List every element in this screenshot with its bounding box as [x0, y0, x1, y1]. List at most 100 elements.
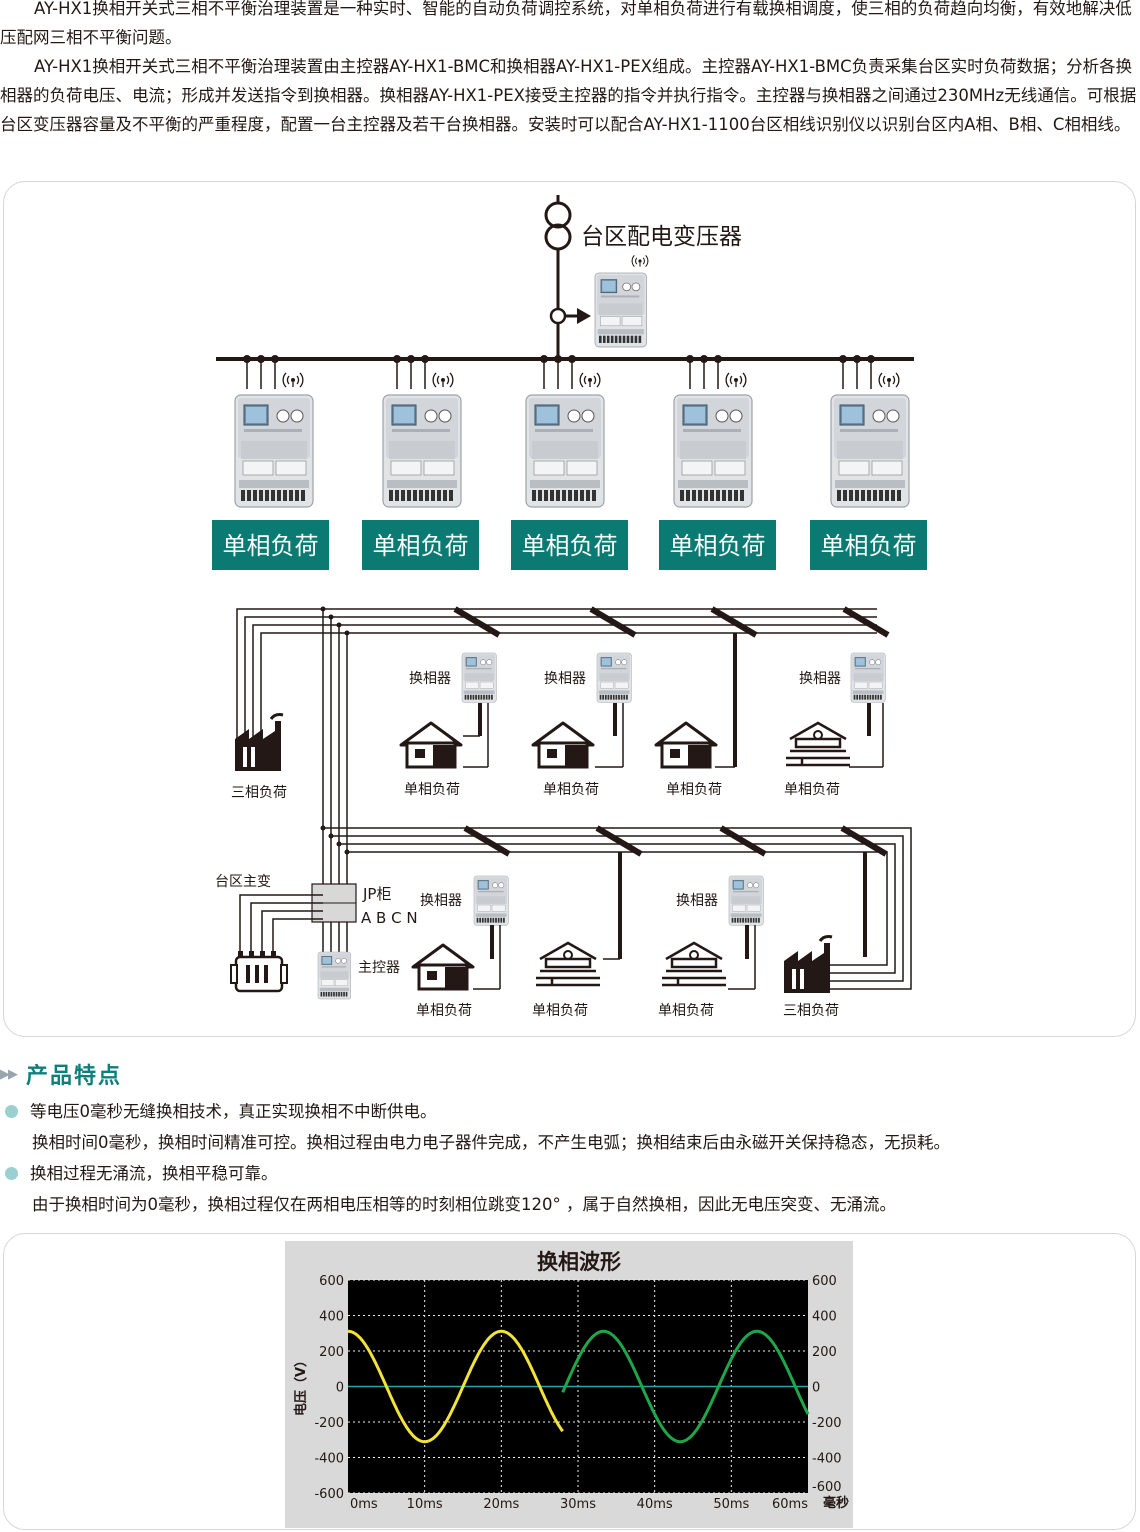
switch-label-upper-2: 换相器 [544, 670, 586, 687]
single-load-label-upper-4: 单相负荷 [784, 782, 840, 798]
lower-branch-1 [411, 875, 509, 991]
main-transformer-icon [239, 894, 323, 959]
pagoda-house-icon [784, 721, 852, 767]
chart-ylabel: 电压（V） [293, 1354, 309, 1416]
lower-network-lines [323, 827, 912, 990]
feature-desc-1: 换相时间0毫秒，换相时间精准可控。换相过程由电力电子器件完成，不产生电弧；换相结… [32, 1133, 950, 1152]
main-controller-device [594, 254, 649, 348]
upper-branch-2 [531, 652, 632, 769]
three-phase-load-label-upper: 三相负荷 [231, 785, 287, 801]
feature-title-2: 换相过程无涌流，换相平稳可靠。 [30, 1164, 278, 1183]
house-icon [654, 721, 718, 769]
y-tick-right: 600 [812, 1274, 837, 1289]
svg-text:单相负荷: 单相负荷 [670, 532, 766, 560]
single-load-label-lower-2: 单相负荷 [532, 1003, 588, 1019]
pagoda-house-icon [534, 941, 602, 987]
controller-label: 主控器 [358, 960, 400, 976]
abcn-label: A B C N [361, 909, 418, 927]
feature-title-1: 等电压0毫秒无缝换相技术，真正实现换相不中断供电。 [30, 1102, 437, 1121]
x-tick: 40ms [637, 1497, 673, 1512]
feature-item-2: 换相过程无涌流，换相平稳可靠。 [0, 1158, 1140, 1189]
series-line-1 [347, 1329, 564, 1444]
svg-text:单相负荷: 单相负荷 [522, 532, 618, 560]
x-tick: 0ms [350, 1497, 378, 1512]
features-list: 等电压0毫秒无缝换相技术，真正实现换相不中断供电。 换相时间0毫秒，换相时间精准… [0, 1096, 1140, 1220]
load-box-2: 单相负荷 [362, 520, 479, 570]
house-icon [531, 721, 595, 769]
y-tick-left: 200 [319, 1345, 344, 1360]
switch-label-lower-1: 换相器 [420, 892, 462, 909]
y-tick-left: -200 [314, 1416, 344, 1431]
upper-branch-4 [784, 652, 886, 768]
x-tick: 20ms [483, 1497, 519, 1512]
crossarm-8 [842, 828, 886, 854]
switch-unit-4 [673, 355, 753, 508]
single-load-label-upper-3: 单相负荷 [666, 782, 722, 798]
x-tick: 50ms [713, 1497, 749, 1512]
upper-branch-1 [399, 652, 497, 769]
house-icon [411, 943, 475, 991]
switch-label-upper-1: 换相器 [409, 670, 451, 687]
lower-branch-4 [782, 852, 867, 995]
crossarm-5 [465, 828, 509, 854]
main-controller-icon [317, 951, 352, 1000]
double-arrow-icon: ▶▶ [0, 1066, 18, 1082]
upper-branch-3 [654, 633, 737, 769]
feature-item-1: 等电压0毫秒无缝换相技术，真正实现换相不中断供电。 [0, 1096, 1140, 1127]
features-heading-text: 产品特点 [26, 1064, 123, 1089]
single-load-label-upper-2: 单相负荷 [543, 782, 599, 798]
switch-label-upper-3: 换相器 [799, 670, 841, 687]
switch-unit-3 [525, 355, 605, 508]
features-heading: ▶▶ 产品特点 [0, 1058, 122, 1090]
svg-text:单相负荷: 单相负荷 [373, 532, 469, 560]
system-diagram: 台区配电变压器 单相负荷 [212, 195, 927, 1019]
y-tick-right: -200 [812, 1416, 842, 1431]
lower-branch-3 [660, 875, 764, 990]
x-tick: 60ms [772, 1497, 808, 1512]
bullet-icon [5, 1167, 18, 1180]
transformer-box [230, 951, 288, 993]
switch-unit-1 [234, 355, 314, 508]
factory-icon [782, 935, 834, 995]
chart-title: 换相波形 [537, 1250, 621, 1274]
intro-paragraph-1: AY-HX1换相开关式三相不平衡治理装置是一种实时、智能的自动负荷调控系统，对单… [0, 0, 1132, 47]
jp-cabinet-label: JP柜 [362, 885, 391, 903]
load-box-1: 单相负荷 [212, 520, 329, 570]
pagoda-house-icon [660, 941, 728, 987]
crossarm-3 [712, 609, 756, 635]
y-tick-right: 200 [812, 1345, 837, 1360]
x-tick: 10ms [407, 1497, 443, 1512]
load-box-5: 单相负荷 [810, 520, 927, 570]
crossarm-4 [844, 609, 888, 635]
single-load-label-lower-1: 单相负荷 [416, 1003, 472, 1019]
single-load-label-lower-3: 单相负荷 [658, 1003, 714, 1019]
switch-label-lower-2: 换相器 [676, 892, 718, 909]
y-tick-left: -400 [314, 1452, 344, 1467]
load-box-3: 单相负荷 [511, 520, 628, 570]
series-line-2 [561, 1329, 810, 1444]
switch-unit-5 [830, 355, 910, 508]
svg-text:单相负荷: 单相负荷 [821, 532, 917, 560]
house-icon [399, 721, 463, 769]
y-tick-right: -400 [812, 1452, 842, 1467]
bullet-icon [5, 1105, 18, 1118]
crossarm-2 [591, 609, 635, 635]
intro-text: AY-HX1换相开关式三相不平衡治理装置是一种实时、智能的自动负荷调控系统，对单… [0, 0, 1140, 139]
crossarm-7 [721, 828, 765, 854]
y-tick-right: -600 [812, 1480, 842, 1495]
crossarm-1 [455, 609, 499, 635]
transformer-label: 台区配电变压器 [581, 224, 742, 250]
transformer-symbol [544, 195, 591, 359]
y-tick-left: 0 [336, 1381, 344, 1396]
crossarm-6 [597, 828, 641, 854]
feature-desc-2: 由于换相时间为0毫秒，换相过程仅在两相电压相等的时刻相位跳变120° ，属于自然… [32, 1195, 896, 1214]
svg-text:单相负荷: 单相负荷 [223, 532, 319, 560]
factory-icon [233, 713, 285, 773]
load-box-4: 单相负荷 [659, 520, 776, 570]
grid-lines [348, 1279, 808, 1494]
intro-paragraph-2: AY-HX1换相开关式三相不平衡治理装置由主控器AY-HX1-BMC和换相器AY… [0, 57, 1137, 134]
x-unit-label: 毫秒 [823, 1495, 849, 1511]
